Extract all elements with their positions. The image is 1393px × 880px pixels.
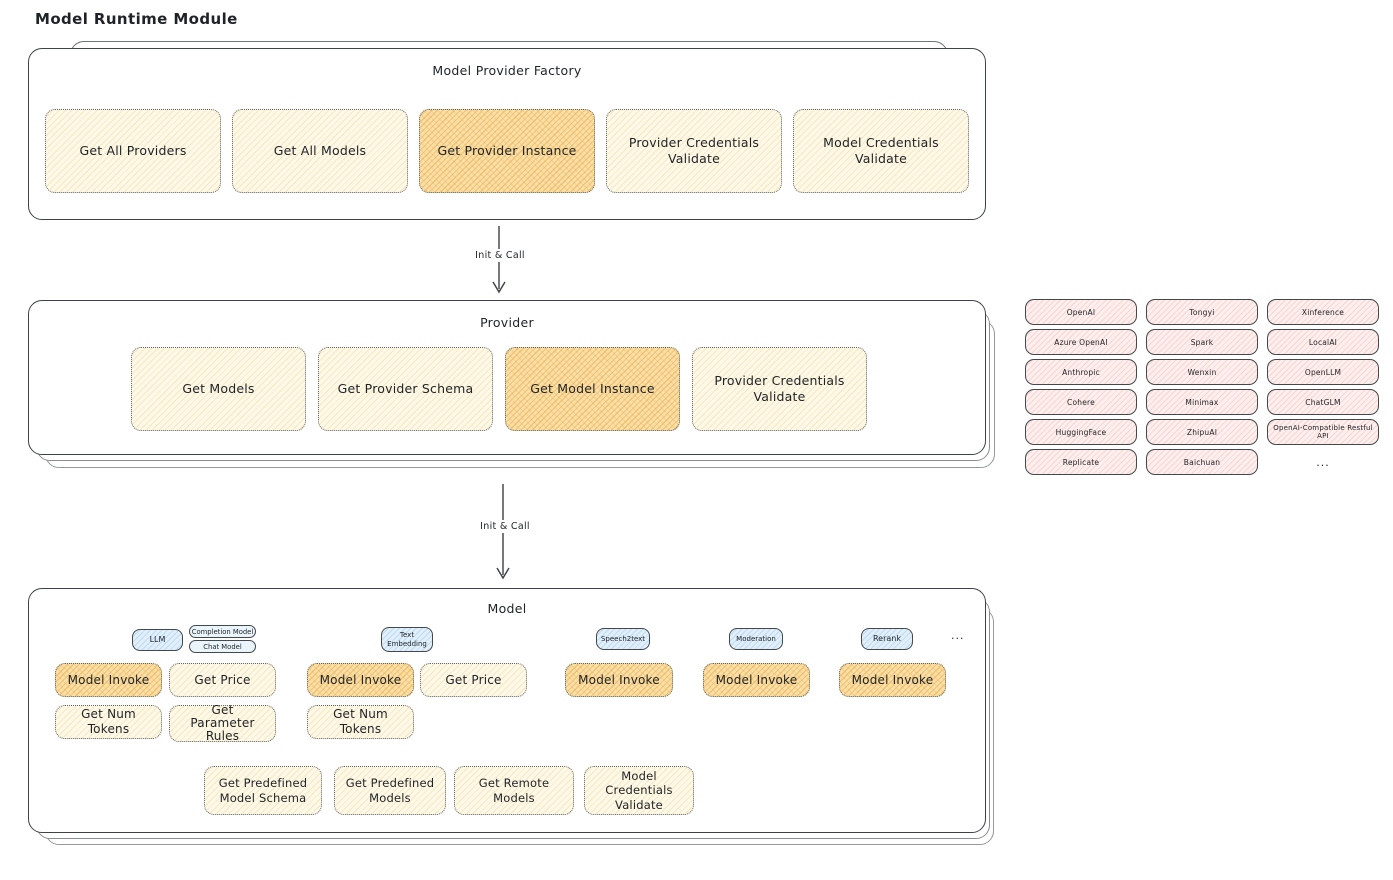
provider-huggingface: HuggingFace [1025,419,1137,445]
provider-openai-compatible: OpenAI-Compatible Restful API [1267,419,1379,445]
model-get-predefined-models: Get Predefined Models [334,766,446,815]
provider-azure-openai: Azure OpenAI [1025,329,1137,355]
provider-credentials-validate: Provider Credentials Validate [692,347,867,431]
tag-rerank: Rerank [861,628,913,650]
tag-text-embedding: Text Embedding [381,627,433,652]
embedding-model-invoke: Model Invoke [307,663,414,697]
arrow-factory-to-provider [492,226,508,300]
model-get-remote-models: Get Remote Models [454,766,574,815]
provider-minimax: Minimax [1146,389,1258,415]
model-panel: Model LLM Completion Model Chat Model Te… [28,588,994,845]
rerank-model-invoke: Model Invoke [839,663,946,697]
tag-moderation: Moderation [729,628,783,650]
provider-get-provider-schema: Get Provider Schema [318,347,493,431]
factory-model-credentials-validate: Model Credentials Validate [793,109,969,193]
provider-cohere: Cohere [1025,389,1137,415]
provider-get-models: Get Models [131,347,306,431]
factory-get-provider-instance: Get Provider Instance [419,109,595,193]
model-get-predefined-model-schema: Get Predefined Model Schema [204,766,322,815]
tag-speech2text: Speech2text [596,628,650,650]
provider-panel: Provider Get Models Get Provider Schema … [28,300,995,468]
llm-get-parameter-rules: Get Parameter Rules [169,703,276,743]
tags-ellipsis: ... [951,629,965,642]
provider-openllm: OpenLLM [1267,359,1379,385]
arrow-label-init-call-2: Init & Call [473,520,537,533]
provider-title: Provider [480,315,534,330]
model-box: Model LLM Completion Model Chat Model Te… [28,588,986,833]
provider-localai: LocalAI [1267,329,1379,355]
factory-get-all-models: Get All Models [232,109,408,193]
tag-chat-model: Chat Model [189,640,256,653]
provider-zhipuai: ZhipuAI [1146,419,1258,445]
speech2text-model-invoke: Model Invoke [565,663,673,697]
tag-llm: LLM [132,629,183,651]
arrow-label-init-call-1: Init & Call [468,249,532,262]
factory-title: Model Provider Factory [432,63,582,78]
provider-chatglm: ChatGLM [1267,389,1379,415]
tag-completion-model: Completion Model [189,625,256,638]
embedding-get-price: Get Price [420,663,527,697]
page-title: Model Runtime Module [35,10,238,28]
provider-grid-ellipsis: ... [1316,455,1330,469]
provider-box: Provider Get Models Get Provider Schema … [28,300,986,455]
model-credentials-validate: Model Credentials Validate [584,766,694,815]
llm-get-price: Get Price [169,663,276,697]
model-title: Model [487,601,527,616]
provider-tongyi: Tongyi [1146,299,1258,325]
provider-spark: Spark [1146,329,1258,355]
arrow-down-icon [496,484,510,580]
provider-xinference: Xinference [1267,299,1379,325]
provider-grid: OpenAI Tongyi Xinference Azure OpenAI Sp… [1025,299,1379,475]
llm-get-num-tokens: Get Num Tokens [55,705,162,739]
factory-panel: Model Provider Factory Get All Providers… [28,41,986,220]
provider-get-model-instance: Get Model Instance [505,347,680,431]
provider-anthropic: Anthropic [1025,359,1137,385]
factory-box: Model Provider Factory Get All Providers… [28,48,986,220]
embedding-get-num-tokens: Get Num Tokens [307,705,414,739]
factory-get-all-providers: Get All Providers [45,109,221,193]
llm-model-invoke: Model Invoke [55,663,162,697]
factory-provider-credentials-validate: Provider Credentials Validate [606,109,782,193]
provider-openai: OpenAI [1025,299,1137,325]
provider-replicate: Replicate [1025,449,1137,475]
arrow-provider-to-model [496,484,512,586]
provider-wenxin: Wenxin [1146,359,1258,385]
provider-baichuan: Baichuan [1146,449,1258,475]
moderation-model-invoke: Model Invoke [703,663,810,697]
